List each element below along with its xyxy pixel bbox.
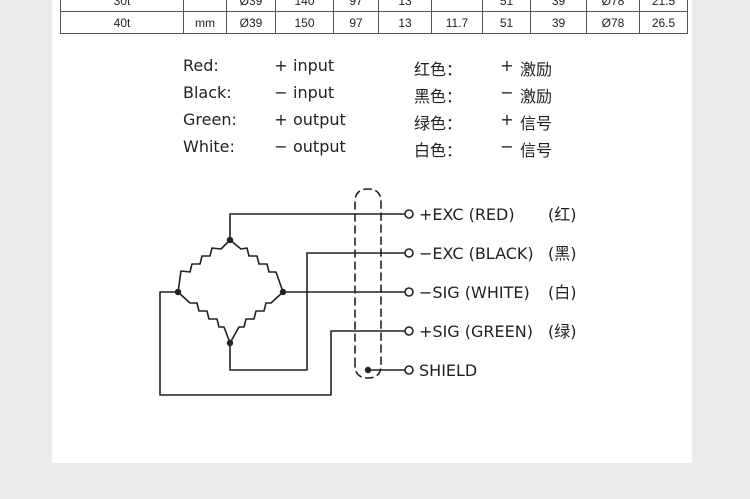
terminal-minus-sig [404,287,414,297]
label-plus-sig-cn: (绿) [548,322,577,341]
label-minus-exc-cn: (黑) [548,244,577,263]
label-shield: SHIELD [419,361,477,380]
terminal-minus-exc [404,248,414,258]
label-minus-sig: −SIG (WHITE) [419,283,530,302]
junction-dot-left [174,288,182,296]
label-minus-sig-cn: (白) [548,283,577,302]
resistor-top-left [177,239,231,293]
resistor-top-right [229,239,284,293]
label-plus-sig: +SIG (GREEN) [419,322,533,341]
wire-plus-exc [229,213,406,241]
junction-dot-bottom [226,339,234,347]
terminal-shield [404,365,414,375]
unit-cell: mm [183,11,227,34]
resistor-bottom-left [177,291,231,344]
wire-plus-sig [159,291,406,396]
junction-dot-top [226,236,234,244]
terminal-plus-exc [404,209,414,219]
label-plus-exc-cn: (红) [548,205,577,224]
resistor-bottom-right [229,291,284,344]
label-minus-exc: −EXC (BLACK) [419,244,534,263]
wire-minus-exc [229,252,406,371]
cable-shield-outline [354,188,382,379]
label-plus-exc: +EXC (RED) [419,205,515,224]
junction-dot-right [279,288,287,296]
wiring-card [52,0,692,463]
shield-junction-dot [364,366,372,374]
capacity-cell: 40t [60,11,184,34]
terminal-plus-sig [404,326,414,336]
